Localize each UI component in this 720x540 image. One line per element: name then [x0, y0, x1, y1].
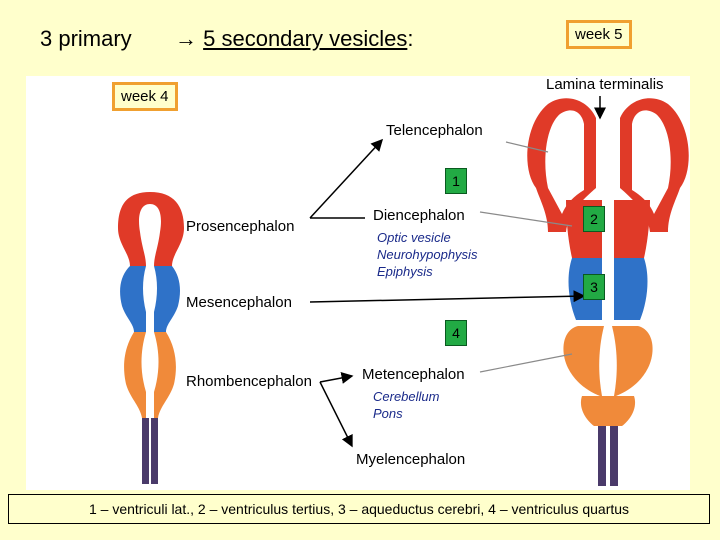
week4-hindbrain-cavity	[141, 332, 159, 418]
metencephalon-label: Metencephalon	[362, 366, 465, 383]
arrow-rhombencephalon-to-metencephalon	[319, 372, 354, 384]
week5-aqueduct	[602, 258, 614, 320]
pointer-cerebellum	[479, 353, 573, 373]
prosencephalon-label: Prosencephalon	[186, 218, 295, 235]
secondary-vesicles-label: 5 secondary vesicles	[203, 26, 408, 51]
ventricle-legend: 1 – ventriculi lat., 2 – ventriculus ter…	[8, 494, 710, 524]
pointer-diencephalon	[479, 211, 573, 227]
week5-spinal-cord-left	[598, 426, 606, 486]
week5-third-ventricle	[602, 118, 614, 258]
cerebellum-label: Cerebellum	[373, 389, 440, 404]
neurohypophysis-label: Neurohypophysis	[377, 247, 478, 262]
pointer-lines	[479, 141, 573, 373]
number-3-badge: 3	[583, 274, 605, 300]
pons-label: Pons	[373, 406, 403, 421]
diencephalon-sub-list: Optic vesicle Neurohypophysis Epiphysis	[377, 229, 477, 280]
number-4-badge: 4	[445, 320, 467, 346]
number-1-badge: 1	[445, 168, 467, 194]
arrow-mesencephalon	[309, 290, 586, 303]
number-2-badge: 2	[583, 206, 605, 232]
lamina-terminalis-label: Lamina terminalis	[546, 76, 664, 93]
metencephalon-sub-list: Cerebellum Pons	[373, 388, 439, 422]
week5-right-lateral-ventricle	[632, 110, 671, 214]
myelencephalon-label: Myelencephalon	[356, 451, 466, 468]
week4-spinal-cord-left	[142, 418, 149, 484]
rhombencephalon-label: Rhombencephalon	[186, 373, 312, 390]
secondary-vesicles-title: → 5 secondary vesicles:	[175, 26, 413, 52]
week5-left-lateral-ventricle	[545, 110, 584, 214]
week5-badge: week 5	[566, 20, 632, 49]
week5-myelencephalon	[580, 396, 636, 426]
epiphysis-label: Epiphysis	[377, 264, 433, 279]
pointer-telencephalon	[505, 141, 549, 153]
title-colon: :	[407, 26, 414, 51]
week5-spinal-cord-right	[610, 426, 618, 486]
week4-midbrain-cavity	[143, 266, 157, 332]
week5-fourth-ventricle	[599, 326, 617, 396]
week4-spinal-cord-right	[151, 418, 158, 484]
arrow-rhombencephalon-to-myelencephalon	[319, 381, 353, 448]
week4-forebrain-cavity	[139, 204, 161, 266]
connector-arrows	[309, 96, 606, 448]
optic-vesicle-label: Optic vesicle	[377, 230, 451, 245]
week4-badge: week 4	[112, 82, 178, 111]
mesencephalon-label: Mesencephalon	[186, 294, 292, 311]
week4-neural-tube	[118, 192, 184, 484]
primary-vesicles-label: 3 primary	[40, 26, 132, 51]
diencephalon-label: Diencephalon	[373, 207, 465, 224]
week5-neural-tube	[527, 98, 689, 486]
title-arrow: →	[175, 26, 197, 51]
telencephalon-label: Telencephalon	[386, 122, 483, 139]
arrow-prosencephalon-to-telencephalon	[309, 138, 384, 219]
